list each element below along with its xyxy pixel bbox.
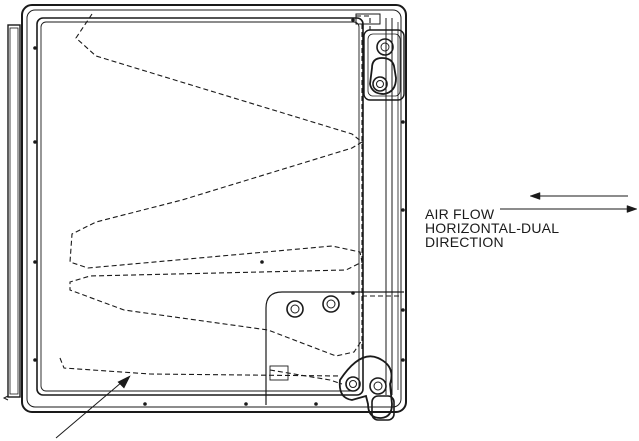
screw-dots bbox=[33, 18, 405, 406]
leader-arrow bbox=[55, 375, 131, 439]
airflow-label: AIR FLOW HORIZONTAL-DUAL DIRECTION bbox=[425, 207, 559, 249]
coil-lower-dashed bbox=[269, 295, 400, 385]
airflow-right-arrow bbox=[500, 205, 638, 213]
lower-access-panel bbox=[265, 291, 404, 405]
airflow-label-line1: AIR FLOW bbox=[425, 206, 495, 222]
coil-dashed-outline bbox=[59, 13, 363, 377]
airflow-label-line3: DIRECTION bbox=[425, 234, 504, 250]
airflow-left-arrow bbox=[529, 192, 628, 200]
lower-pipe-fittings bbox=[269, 355, 395, 421]
left-flange bbox=[2, 24, 21, 401]
coil-right-edge-dashed bbox=[356, 15, 371, 352]
cabinet-frame bbox=[21, 4, 407, 413]
top-bracket bbox=[355, 13, 381, 25]
upper-pipe-fittings bbox=[363, 29, 405, 101]
airflow-label-line2: HORIZONTAL-DUAL bbox=[425, 220, 560, 236]
